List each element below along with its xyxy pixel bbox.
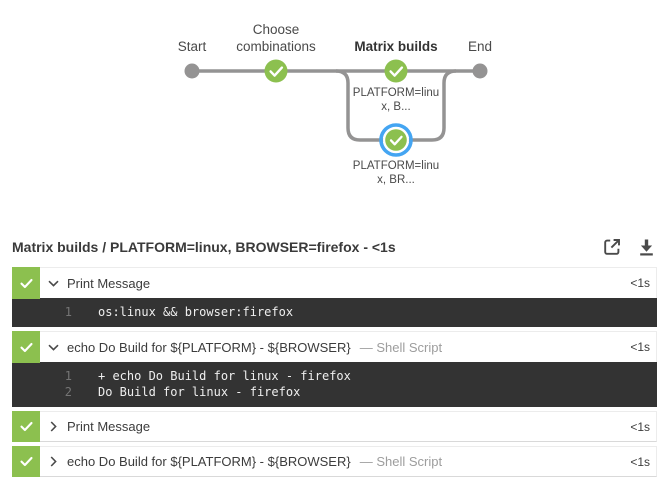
step-duration: <1s: [630, 276, 650, 290]
log-line: 2 Do Build for linux - firefox: [12, 384, 657, 400]
step-header[interactable]: echo Do Build for ${PLATFORM} - ${BROWSE…: [12, 446, 657, 477]
log-line-text: os:linux && browser:firefox: [98, 305, 294, 319]
log-line-number: 1: [64, 305, 72, 319]
stage-label-choose-line2: combinations: [236, 39, 316, 54]
step-card: echo Do Build for ${PLATFORM} - ${BROWSE…: [12, 446, 657, 477]
step-card: echo Do Build for ${PLATFORM} - ${BROWSE…: [12, 331, 657, 407]
step-label: echo Do Build for ${PLATFORM} - ${BROWSE…: [67, 454, 443, 469]
step-label: Print Message: [67, 419, 151, 434]
header-actions: [601, 237, 657, 258]
pipeline-graph: Start Choose combinations Matrix builds …: [0, 0, 668, 232]
chevron-down-icon[interactable]: [40, 268, 67, 298]
stage-label-choose-line1: Choose: [253, 22, 300, 37]
step-duration: <1s: [630, 419, 650, 434]
branch-bottom-label-line2: x, BR...: [377, 174, 415, 186]
log-line-text: + echo Do Build for linux - firefox: [98, 369, 351, 383]
step-suffix: — Shell Script: [359, 339, 443, 355]
log-line: 1 + echo Do Build for linux - firefox: [12, 368, 657, 384]
step-header[interactable]: Print Message <1s: [12, 411, 657, 442]
start-node[interactable]: [184, 63, 200, 79]
step-duration: <1s: [630, 340, 650, 354]
step-duration: <1s: [630, 454, 650, 469]
stage-node-choose-combinations[interactable]: [264, 59, 288, 83]
branch-bottom-label-line1: PLATFORM=linu: [353, 160, 439, 172]
chevron-right-icon[interactable]: [40, 412, 67, 441]
download-log-icon[interactable]: [636, 237, 657, 258]
step-label: echo Do Build for ${PLATFORM} - ${BROWSE…: [67, 339, 443, 355]
step-label: Print Message: [67, 275, 151, 291]
step-list: Print Message <1s 1 os:linux && browser:…: [12, 267, 657, 477]
step-card: Print Message <1s 1 os:linux && browser:…: [12, 267, 657, 327]
open-externally-icon[interactable]: [601, 237, 622, 258]
check-icon: [389, 66, 404, 77]
branch-top-label-line1: PLATFORM=linu: [353, 87, 439, 99]
branch-node-bottom-selected[interactable]: [379, 123, 413, 157]
check-icon: [269, 66, 284, 77]
status-success-block: [12, 411, 40, 442]
status-success-block: [12, 331, 40, 363]
step-header[interactable]: echo Do Build for ${PLATFORM} - ${BROWSE…: [12, 331, 657, 363]
stage-label-start: Start: [178, 39, 207, 54]
stage-label-matrix-builds: Matrix builds: [354, 39, 437, 54]
status-success-block: [12, 446, 40, 477]
branch-top-label-line2: x, B...: [381, 101, 410, 113]
step-card: Print Message <1s: [12, 411, 657, 442]
end-node[interactable]: [472, 63, 488, 79]
check-icon: [19, 342, 33, 352]
check-icon: [19, 456, 33, 467]
status-success-block: [12, 267, 40, 299]
result-header: Matrix builds / PLATFORM=linux, BROWSER=…: [0, 232, 668, 262]
check-icon: [389, 135, 403, 146]
check-icon: [19, 421, 33, 432]
stage-label-end: End: [468, 39, 492, 54]
log-line-text: Do Build for linux - firefox: [98, 385, 301, 399]
log-line-number: 2: [64, 385, 72, 399]
step-log: 1 + echo Do Build for linux - firefox 2 …: [12, 362, 657, 407]
chevron-right-icon[interactable]: [40, 447, 67, 476]
step-log: 1 os:linux && browser:firefox: [12, 298, 657, 327]
step-header[interactable]: Print Message <1s: [12, 267, 657, 299]
branch-node-top[interactable]: [384, 59, 408, 83]
chevron-down-icon[interactable]: [40, 332, 67, 362]
step-suffix: — Shell Script: [359, 454, 443, 469]
check-icon: [19, 278, 33, 288]
log-line: 1 os:linux && browser:firefox: [12, 304, 657, 320]
log-line-number: 1: [64, 369, 72, 383]
result-title: Matrix builds / PLATFORM=linux, BROWSER=…: [12, 239, 396, 255]
